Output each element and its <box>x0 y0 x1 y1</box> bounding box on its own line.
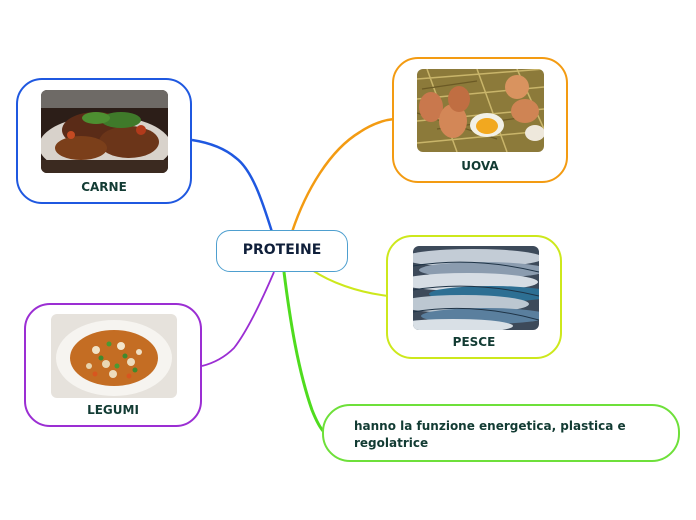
topic-note[interactable]: hanno la funzione energetica, plastica e… <box>322 404 680 462</box>
legume-soup-image <box>51 314 177 398</box>
topic-pesce[interactable]: PESCE <box>386 235 562 359</box>
topic-pesce-label: PESCE <box>452 335 496 349</box>
connector-pesce <box>311 269 389 297</box>
connector-legumi <box>201 271 275 367</box>
eggs-image <box>417 69 544 152</box>
connector-uova <box>290 117 395 233</box>
topic-carne[interactable]: CARNE <box>16 78 192 204</box>
topic-uova-label: UOVA <box>461 159 499 173</box>
connector-note <box>282 271 326 434</box>
topic-legumi-label: LEGUMI <box>87 403 139 417</box>
connector-carne <box>191 138 274 233</box>
topic-carne-label: CARNE <box>81 180 127 194</box>
central-topic-label: PROTEINE <box>242 242 322 258</box>
grilled-meat-image <box>41 90 168 173</box>
topic-uova[interactable]: UOVA <box>392 57 568 183</box>
topic-note-text: hanno la funzione energetica, plastica e… <box>354 419 626 450</box>
topic-legumi[interactable]: LEGUMI <box>24 303 202 427</box>
central-topic[interactable]: PROTEINE <box>216 230 348 272</box>
fish-image <box>413 246 539 330</box>
